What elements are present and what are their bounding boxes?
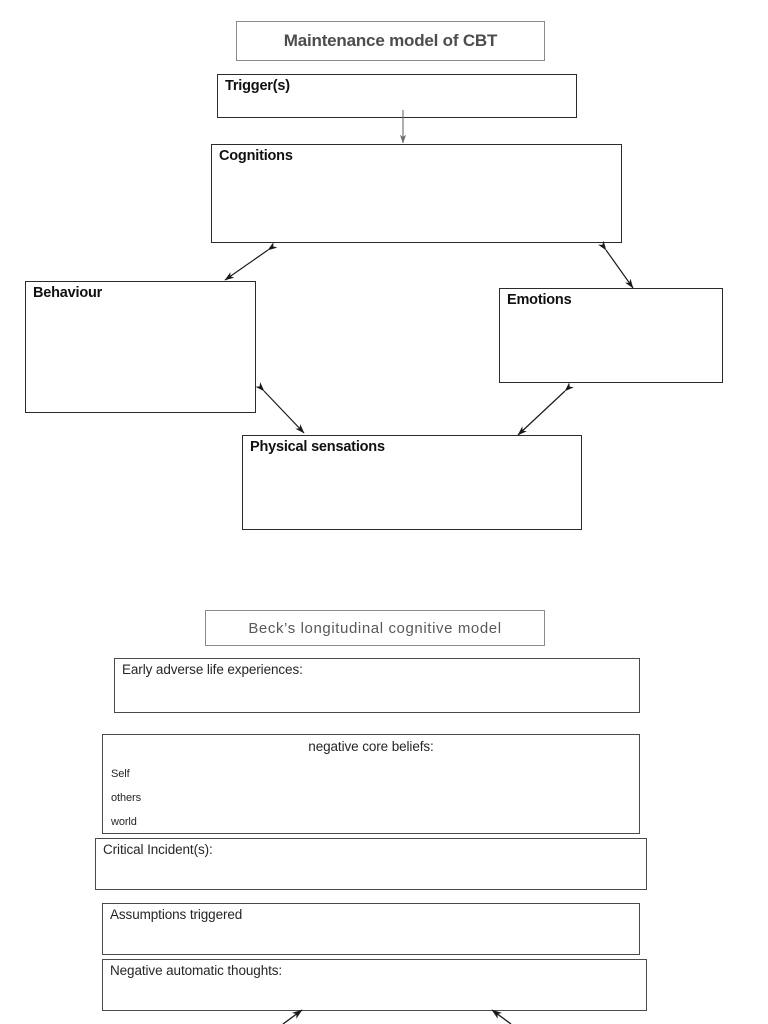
- core-belief-item-world: world: [111, 816, 137, 828]
- early-adverse-life-experiences-box[interactable]: Early adverse life experiences:: [114, 658, 640, 713]
- beck-model-title-text: Beck’s longitudinal cognitive model: [248, 619, 502, 637]
- cognitions-box[interactable]: Cognitions: [211, 144, 622, 243]
- arrow-bottom-left-to-negative-thoughts: [282, 1009, 303, 1024]
- arrow-cognitions-behaviour: [224, 242, 278, 281]
- core-belief-item-others: others: [111, 792, 141, 804]
- maintenance-model-title-text: Maintenance model of CBT: [283, 31, 498, 50]
- critical-incident-label: Critical Incident(s):: [103, 842, 213, 857]
- physical-sensations-box-label: Physical sensations: [250, 439, 385, 455]
- maintenance-model-title-banner: Maintenance model of CBT: [236, 21, 545, 61]
- negative-automatic-thoughts-label: Negative automatic thoughts:: [110, 963, 283, 978]
- assumptions-triggered-box[interactable]: Assumptions triggered: [102, 903, 640, 955]
- emotions-box[interactable]: Emotions: [499, 288, 723, 383]
- arrow-emotions-physical: [517, 382, 574, 436]
- beck-model-title-banner: Beck’s longitudinal cognitive model: [205, 610, 545, 646]
- assumptions-triggered-label: Assumptions triggered: [110, 907, 243, 922]
- physical-sensations-box[interactable]: Physical sensations: [242, 435, 582, 530]
- critical-incident-box[interactable]: Critical Incident(s):: [95, 838, 647, 890]
- negative-core-beliefs-box[interactable]: negative core beliefs: Self others world: [102, 734, 640, 834]
- emotions-box-label: Emotions: [507, 292, 572, 308]
- arrow-behaviour-physical: [255, 382, 305, 434]
- negative-core-beliefs-label: negative core beliefs:: [308, 739, 434, 754]
- early-adverse-life-experiences-label: Early adverse life experiences:: [122, 662, 303, 677]
- cognitions-box-label: Cognitions: [219, 148, 293, 164]
- arrow-bottom-right-to-negative-thoughts: [491, 1009, 512, 1024]
- behaviour-box[interactable]: Behaviour: [25, 281, 256, 413]
- core-belief-item-self: Self: [111, 768, 130, 780]
- trigger-box-label: Trigger(s): [225, 78, 290, 94]
- arrow-cognitions-emotions: [598, 240, 634, 289]
- trigger-box[interactable]: Trigger(s): [217, 74, 577, 118]
- negative-automatic-thoughts-box[interactable]: Negative automatic thoughts:: [102, 959, 647, 1011]
- behaviour-box-label: Behaviour: [33, 285, 103, 301]
